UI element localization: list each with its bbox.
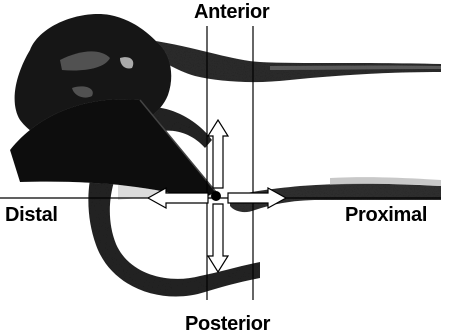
proximal-label: Proximal [345,205,427,225]
distal-label: Distal [5,205,58,225]
down-arrow [208,204,228,272]
up-arrow [208,120,228,188]
posterior-label: Posterior [185,314,270,334]
center-point [211,191,221,201]
upper-tube [150,40,441,82]
anterior-label: Anterior [194,2,269,22]
